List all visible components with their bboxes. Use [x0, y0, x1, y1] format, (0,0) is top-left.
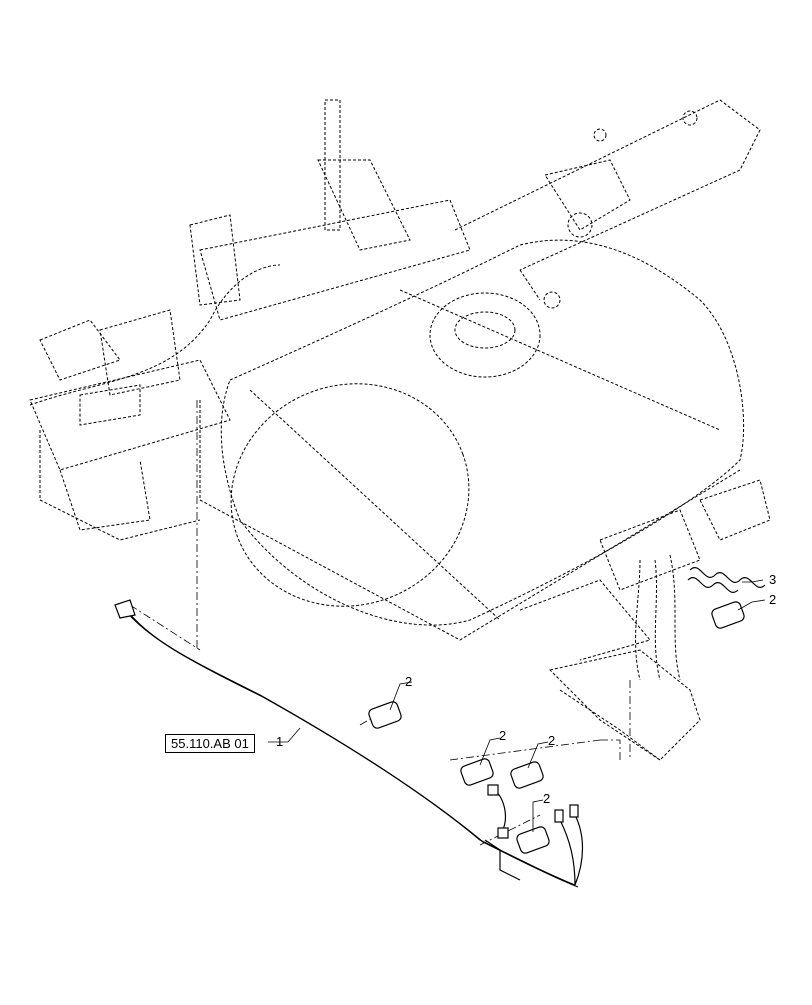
alignment-lines: [129, 400, 631, 846]
callout-coil-spring: 3: [769, 572, 777, 587]
callout-grommet-mid-right: 2: [548, 733, 556, 748]
callout-grommet-mid-left: 2: [499, 728, 507, 743]
machine-frame: [29, 99, 771, 761]
tank: [220, 239, 745, 626]
callout-grommet-right: 2: [769, 592, 777, 607]
coil-spring: [687, 567, 766, 593]
leader-lines: [268, 579, 766, 832]
wiring-harness: [114, 599, 584, 888]
callout-harness: 1: [276, 734, 284, 749]
grommets: [368, 601, 745, 854]
reference-box[interactable]: 55.110.AB 01: [165, 734, 255, 753]
callout-grommet-upper-left: 2: [405, 674, 413, 689]
callout-grommet-lower: 2: [543, 791, 551, 806]
